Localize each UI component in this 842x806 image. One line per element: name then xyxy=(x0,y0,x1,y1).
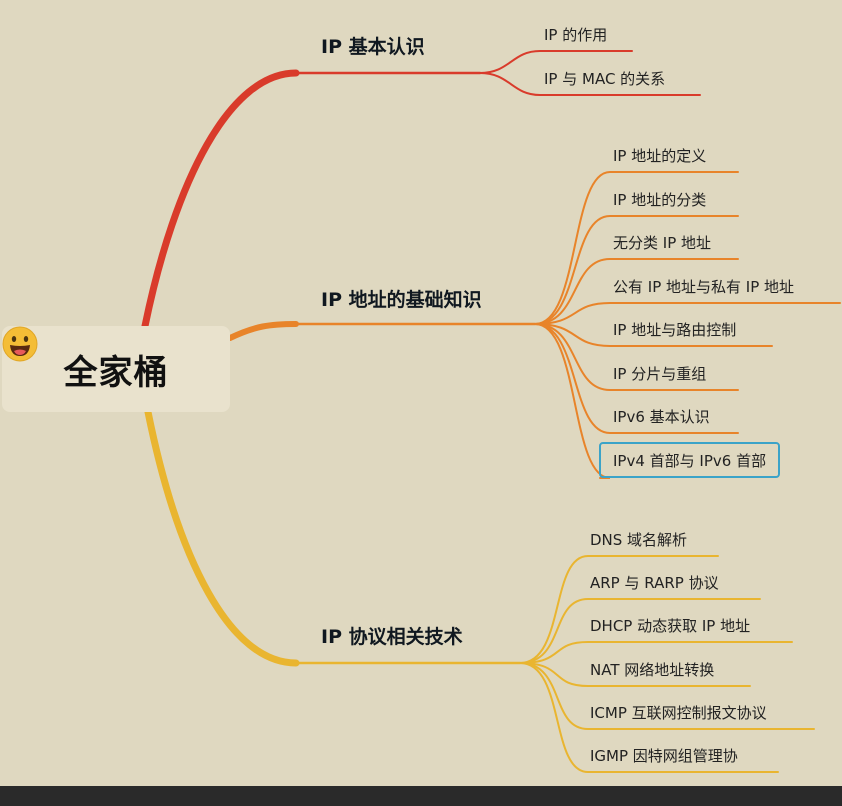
leaf-arp-rarp[interactable]: ARP 与 RARP 协议 xyxy=(590,574,719,592)
leaf-ip-mac[interactable]: IP 与 MAC 的关系 xyxy=(544,70,666,88)
link-branch-1-child-1 xyxy=(479,72,701,96)
leaf-dhcp[interactable]: DHCP 动态获取 IP 地址 xyxy=(590,617,751,635)
leaf-dns[interactable]: DNS 域名解析 xyxy=(590,531,688,549)
grinning-face-icon xyxy=(2,326,38,362)
leaf-public-private-ip[interactable]: 公有 IP 地址与私有 IP 地址 xyxy=(613,278,795,296)
branch-ip-address[interactable]: IP 地址的基础知识 xyxy=(321,289,482,311)
link-branch-3-child-4 xyxy=(519,662,815,730)
root-label: 全家桶 xyxy=(63,352,169,393)
root-node[interactable]: 全家桶 xyxy=(2,326,230,412)
leaf-ip-routing[interactable]: IP 地址与路由控制 xyxy=(613,321,737,339)
leaf-ipv4-ipv6-header[interactable]: IPv4 首部与 IPv6 首部 xyxy=(599,442,781,478)
link-branch-2-child-2 xyxy=(534,258,739,325)
leaf-classless-ip[interactable]: 无分类 IP 地址 xyxy=(613,234,712,252)
link-branch-3-child-0 xyxy=(519,555,719,664)
leaf-ip-classes[interactable]: IP 地址的分类 xyxy=(613,191,707,209)
bottom-bar xyxy=(0,786,842,806)
leaf-igmp[interactable]: IGMP 因特网组管理协 xyxy=(590,747,738,765)
connector-lines xyxy=(141,50,841,773)
root-link-branch-1 xyxy=(141,69,300,330)
root-link-branch-2 xyxy=(227,321,299,341)
link-branch-2-child-6 xyxy=(534,323,739,434)
root-link-branch-3 xyxy=(144,408,300,667)
leaf-icmp[interactable]: ICMP 互联网控制报文协议 xyxy=(590,704,767,722)
branch-ip-basics[interactable]: IP 基本认识 xyxy=(321,36,425,58)
link-branch-2-child-5 xyxy=(534,323,739,391)
link-branch-2-child-1 xyxy=(534,215,739,325)
link-branch-2-child-4 xyxy=(534,323,773,347)
link-branch-3-child-3 xyxy=(519,662,751,687)
leaf-ip-definition[interactable]: IP 地址的定义 xyxy=(613,147,707,165)
link-branch-3-child-2 xyxy=(519,641,793,664)
leaf-ip-function[interactable]: IP 的作用 xyxy=(544,26,608,44)
link-branch-2-child-0 xyxy=(534,171,739,325)
branch-ip-protocols[interactable]: IP 协议相关技术 xyxy=(321,626,463,648)
link-branch-3-child-1 xyxy=(519,598,761,664)
link-branch-3-child-5 xyxy=(519,662,779,773)
leaf-fragmentation[interactable]: IP 分片与重组 xyxy=(613,365,707,383)
link-branch-1-child-0 xyxy=(479,50,633,74)
leaf-nat[interactable]: NAT 网络地址转换 xyxy=(590,661,715,679)
link-branch-2-child-3 xyxy=(534,302,841,325)
leaf-ipv6-basics[interactable]: IPv6 基本认识 xyxy=(613,408,710,426)
